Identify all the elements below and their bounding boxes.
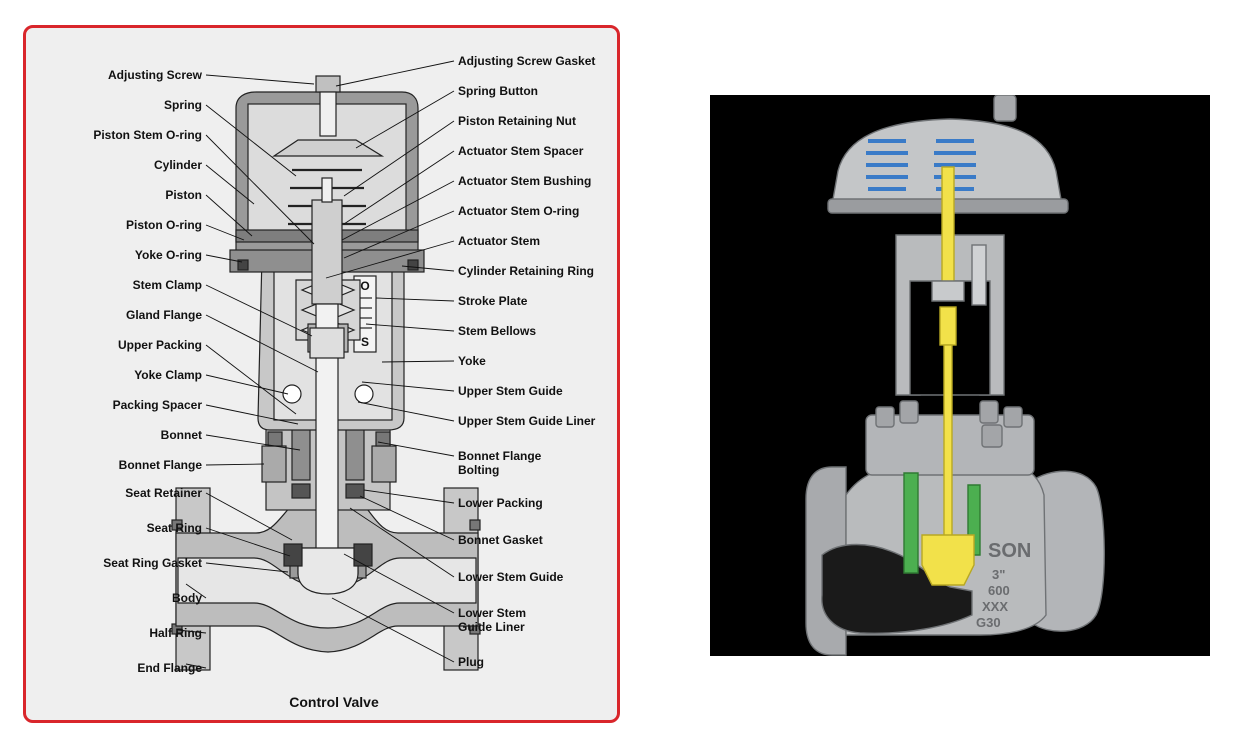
label-left-stem-clamp: Stem Clamp: [133, 278, 202, 292]
label-left-piston-stem-o-ring: Piston Stem O-ring: [93, 128, 202, 142]
leader-right-bonnet-flange-bolting: [377, 441, 455, 457]
leader-right-cylinder-retaining-ring: [401, 265, 455, 272]
leader-right-bonnet-gasket: [359, 495, 455, 541]
label-left-seat-ring: Seat Ring: [147, 521, 202, 535]
body-marking-text: G30: [976, 615, 1001, 630]
label-left-adjusting-screw: Adjusting Screw: [108, 68, 203, 82]
leader-right-yoke: [381, 360, 455, 363]
label-right-plug: Plug: [458, 655, 484, 669]
leader-right-actuator-stem: [325, 240, 455, 279]
leader-left-bonnet-flange: [205, 463, 265, 466]
label-left-body: Body: [172, 591, 202, 605]
label-left-end-flange: End Flange: [137, 661, 202, 675]
label-left-piston: Piston: [165, 188, 202, 202]
body-marking-text: 3": [992, 567, 1005, 582]
label-left-bonnet-flange: Bonnet Flange: [119, 458, 203, 472]
body-marking-text: SON: [988, 540, 1031, 562]
label-left-cylinder: Cylinder: [154, 158, 202, 172]
leader-left-stem-clamp: [205, 284, 313, 337]
label-right-actuator-stem: Actuator Stem: [458, 234, 540, 248]
leader-left-half-ring: [177, 629, 207, 634]
label-left-half-ring: Half Ring: [149, 626, 202, 640]
label-left-spring: Spring: [164, 98, 202, 112]
label-right-bonnet-gasket: Bonnet Gasket: [458, 533, 543, 547]
leader-right-lower-stem-guide-liner: [343, 553, 455, 614]
label-right-lower-stem-guide: Lower Stem Guide: [458, 570, 564, 584]
label-right-spring-button: Spring Button: [458, 84, 538, 98]
label-right-piston-retaining-nut: Piston Retaining Nut: [458, 114, 576, 128]
stroke-plate-mark-o: O: [360, 279, 369, 293]
label-right-upper-stem-guide-liner: Upper Stem Guide Liner: [458, 414, 596, 428]
leader-left-piston-o-ring: [205, 224, 245, 241]
leader-right-piston-retaining-nut: [343, 120, 455, 197]
leader-left-yoke-o-ring: [205, 254, 243, 263]
label-right-stroke-plate: Stroke Plate: [458, 294, 528, 308]
leader-right-spring-button: [355, 90, 455, 149]
leader-right-stroke-plate: [375, 297, 455, 302]
valve-cutaway-drawing: [805, 95, 1105, 656]
leader-left-spring: [205, 104, 297, 177]
label-right-stem-bellows: Stem Bellows: [458, 324, 536, 338]
label-right-actuator-stem-o-ring: Actuator Stem O-ring: [458, 204, 579, 218]
label-left-yoke-o-ring: Yoke O-ring: [135, 248, 202, 262]
leader-left-piston-stem-o-ring: [205, 134, 315, 245]
leader-right-lower-stem-guide: [349, 507, 455, 578]
valve-cross-section-drawing: [171, 75, 481, 671]
leader-left-bonnet: [205, 434, 301, 451]
leader-left-adjusting-screw: [205, 74, 315, 85]
label-right-lower-packing: Lower Packing: [458, 496, 543, 510]
label-left-gland-flange: Gland Flange: [126, 308, 202, 322]
body-marking-text: 600: [988, 583, 1010, 598]
leader-left-packing-spacer: [205, 404, 299, 425]
leader-right-actuator-stem-o-ring: [343, 210, 455, 259]
leader-right-lower-packing: [363, 489, 455, 504]
leader-right-actuator-stem-bushing: [341, 180, 455, 241]
leader-right-upper-stem-guide: [361, 381, 455, 392]
body-marking-text: XXX: [982, 599, 1008, 614]
leader-left-piston: [205, 194, 253, 237]
leader-left-seat-retainer: [205, 492, 293, 541]
leader-left-seat-ring-gasket: [205, 562, 289, 573]
label-leader-lines: [177, 60, 455, 669]
leader-right-plug: [331, 597, 455, 663]
label-left-yoke-clamp: Yoke Clamp: [134, 368, 202, 382]
label-right-cylinder-retaining-ring: Cylinder Retaining Ring: [458, 264, 594, 278]
leader-left-body: [185, 583, 207, 599]
leader-right-adjusting-screw-gasket: [335, 60, 455, 87]
label-right-actuator-stem-spacer: Actuator Stem Spacer: [458, 144, 584, 158]
label-left-packing-spacer: Packing Spacer: [113, 398, 203, 412]
leader-right-actuator-stem-spacer: [343, 150, 455, 225]
label-right-upper-stem-guide: Upper Stem Guide: [458, 384, 563, 398]
leader-left-upper-packing: [205, 344, 297, 415]
label-left-bonnet: Bonnet: [161, 428, 202, 442]
stroke-plate-marks: OS: [360, 279, 369, 349]
label-right-adjusting-screw-gasket: Adjusting Screw Gasket: [458, 54, 595, 68]
leader-left-end-flange: [185, 663, 207, 669]
leader-left-yoke-clamp: [205, 374, 289, 395]
label-right-yoke: Yoke: [458, 354, 486, 368]
leader-left-seat-ring: [205, 527, 291, 557]
leader-right-upper-stem-guide-liner: [357, 401, 455, 422]
leader-left-gland-flange: [205, 314, 319, 373]
label-left-upper-packing: Upper Packing: [118, 338, 202, 352]
label-right-actuator-stem-bushing: Actuator Stem Bushing: [458, 174, 591, 188]
leader-right-stem-bellows: [365, 323, 455, 332]
label-left-seat-ring-gasket: Seat Ring Gasket: [103, 556, 202, 570]
stroke-plate-mark-s: S: [361, 335, 369, 349]
diagram-title: Control Valve: [289, 694, 379, 710]
leader-left-cylinder: [205, 164, 255, 205]
label-left-piston-o-ring: Piston O-ring: [126, 218, 202, 232]
label-left-seat-retainer: Seat Retainer: [125, 486, 202, 500]
